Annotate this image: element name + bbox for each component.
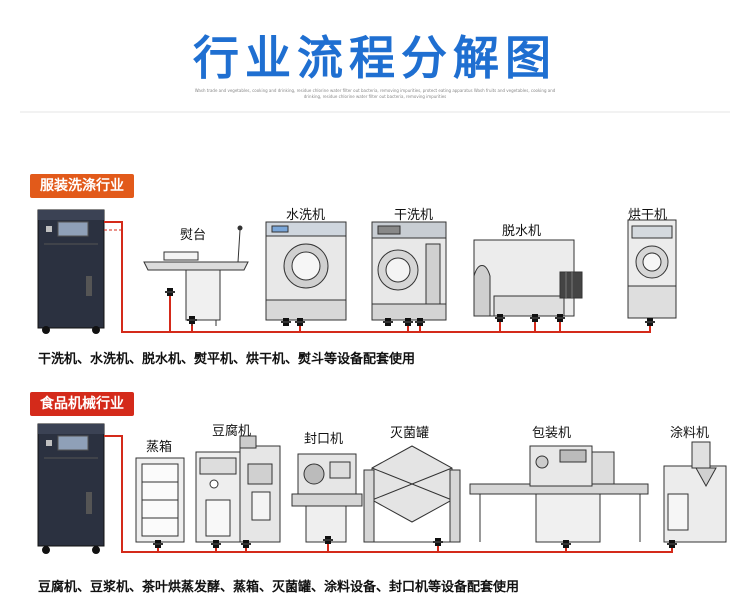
steamer-cabinet bbox=[135, 457, 185, 543]
section-label-food: 食品机械行业 bbox=[30, 392, 134, 416]
caption-food: 豆腐机、豆浆机、茶叶烘蒸发酵、蒸箱、灭菌罐、涂料设备、封口机等设备配套使用 bbox=[38, 580, 520, 595]
machine-label-washer: 水洗机 bbox=[286, 208, 326, 223]
section-label-laundry: 服装洗涤行业 bbox=[30, 174, 134, 198]
machine-label-ironing-table: 熨台 bbox=[180, 228, 207, 243]
washer bbox=[265, 221, 347, 321]
dry-cleaner bbox=[371, 221, 447, 321]
coating-machine bbox=[663, 441, 727, 543]
machine-label-sealer: 封口机 bbox=[304, 432, 344, 447]
machine-label-coater: 涂料机 bbox=[670, 426, 710, 441]
sterilizer-tank bbox=[363, 445, 461, 543]
page-title: 行业流程分解图 bbox=[193, 31, 557, 85]
dryer bbox=[627, 219, 677, 319]
caption-laundry: 干洗机、水洗机、脱水机、熨平机、烘干机、熨斗等设备配套使用 bbox=[38, 352, 416, 367]
machine-label-dryer: 烘干机 bbox=[628, 208, 668, 223]
machine-label-dehydrator: 脱水机 bbox=[502, 224, 542, 239]
steam-generator-2 bbox=[37, 423, 105, 554]
machine-label-dry-cleaner: 干洗机 bbox=[394, 208, 434, 223]
machine-label-steamer: 蒸箱 bbox=[146, 440, 173, 455]
machine-label-packer: 包装机 bbox=[532, 426, 572, 441]
dehydrator bbox=[473, 239, 583, 317]
tofu-machine bbox=[195, 435, 281, 543]
machine-label-sterilizer: 灭菌罐 bbox=[390, 426, 430, 441]
packing-machine bbox=[469, 445, 649, 543]
sealing-machine bbox=[291, 453, 363, 543]
steam-generator-1 bbox=[37, 209, 105, 334]
page-subtitle: Wash trade and vegetables, cooking and d… bbox=[194, 88, 556, 99]
ironing-table bbox=[143, 225, 249, 326]
machine-label-tofu-machine: 豆腐机 bbox=[212, 424, 252, 439]
